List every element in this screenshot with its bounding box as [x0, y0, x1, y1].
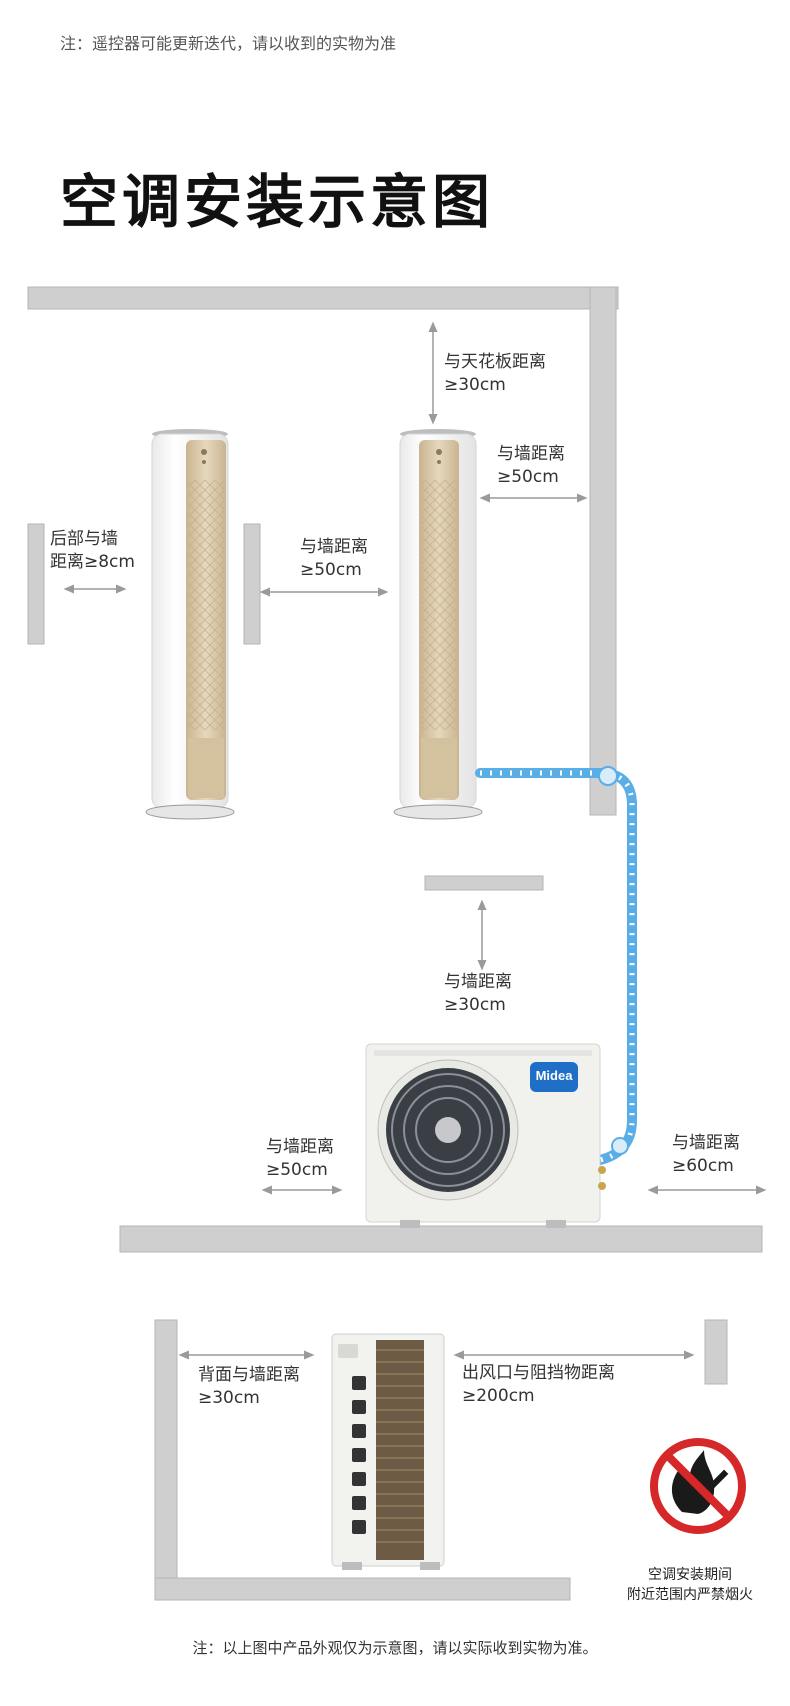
label-line: ≥30cm — [444, 375, 506, 395]
refrigerant-pipe — [475, 766, 637, 1165]
label-line: 与墙距离 — [672, 1133, 740, 1153]
no-fire-icon — [650, 1438, 746, 1534]
outdoor-unit — [365, 1043, 606, 1228]
label-outdoor-right: 与墙距离 ≥60cm — [672, 1132, 740, 1178]
label-outlet: 出风口与阻挡物距离 ≥200cm — [462, 1362, 615, 1408]
warning-line: 附近范围内严禁烟火 — [627, 1587, 753, 1603]
indoor-unit-a — [145, 429, 235, 820]
label-outdoor-left: 与墙距离 ≥50cm — [266, 1136, 334, 1182]
distance-arrows — [63, 321, 767, 1360]
label-outdoor-top: 与墙距离 ≥30cm — [444, 971, 512, 1017]
label-line: ≥50cm — [300, 560, 362, 580]
label-line: 与墙距离 — [497, 444, 565, 464]
label-line: ≥30cm — [198, 1388, 260, 1408]
label-line: 背面与墙距离 — [198, 1365, 300, 1385]
page-title: 空调安装示意图 — [60, 168, 495, 236]
brand-logo-plate — [530, 1062, 578, 1092]
label-line: ≥60cm — [672, 1156, 734, 1176]
label-line: 与墙距离 — [300, 537, 368, 557]
label-back-wall: 后部与墙 距离≥8cm — [50, 528, 135, 574]
top-note: 注：遥控器可能更新迭代，请以收到的实物为准 — [60, 34, 397, 53]
label-line: 距离≥8cm — [50, 552, 135, 572]
label-line: ≥50cm — [497, 467, 559, 487]
label-line: 与墙距离 — [444, 972, 512, 992]
label-side-wall-b: 与墙距离 ≥50cm — [497, 443, 565, 489]
indoor-unit-b — [393, 429, 483, 820]
label-line: 出风口与阻挡物距离 — [462, 1363, 615, 1383]
room-walls — [27, 286, 763, 1601]
label-ceiling: 与天花板距离 ≥30cm — [444, 351, 546, 397]
warning-text: 空调安装期间 附近范围内严禁烟火 — [610, 1565, 770, 1605]
label-line: 与墙距离 — [266, 1137, 334, 1157]
label-line: ≥50cm — [266, 1160, 328, 1180]
label-line: ≥200cm — [462, 1386, 535, 1406]
label-line: ≥30cm — [444, 995, 506, 1015]
label-side-wall-a: 与墙距离 ≥50cm — [300, 536, 368, 582]
brand-logo: Midea — [535, 1068, 573, 1083]
label-line: 后部与墙 — [50, 529, 118, 549]
label-line: 与天花板距离 — [444, 352, 546, 372]
outdoor-unit-side-view — [331, 1333, 445, 1570]
bottom-note: 注：以上图中产品外观仅为示意图，请以实际收到实物为准。 — [192, 1639, 598, 1657]
label-back-outdoor: 背面与墙距离 ≥30cm — [198, 1364, 300, 1410]
warning-line: 空调安装期间 — [648, 1567, 732, 1583]
